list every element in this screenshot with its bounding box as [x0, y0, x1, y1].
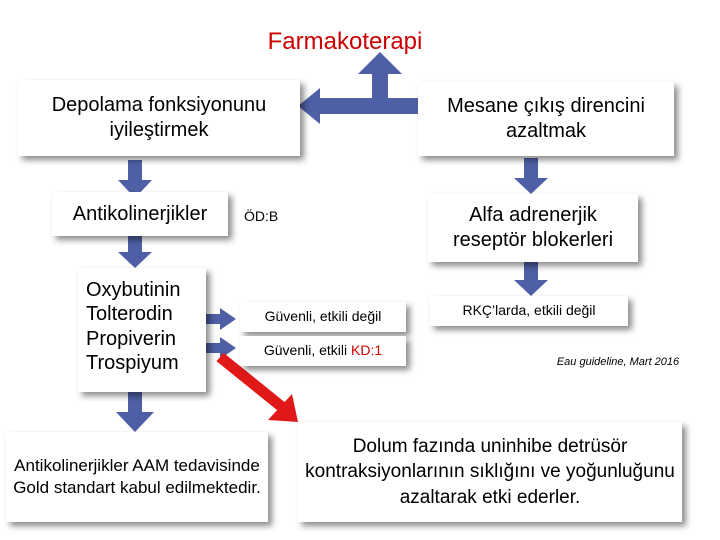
safe-effective-kd-text: Güvenli, etkili: [263, 342, 352, 359]
anticholinergics-text: Antikolinerjikler: [72, 202, 208, 225]
alpha-blockers-text: Alfa adrenerjik reseptör blokerleri: [452, 204, 614, 251]
right-arrow-tolterodin: [198, 308, 236, 330]
down-arrow-left-3: [116, 392, 154, 432]
od-label: ÖD:B: [244, 208, 279, 224]
mechanism-text: Dolum fazında uninhibe detrüsör kontraks…: [305, 436, 675, 508]
left-goal-box: Depolama fonksiyonunu iyileştirmek: [18, 80, 300, 156]
rkc-note-box: RKÇ’larda, etkili değil: [430, 296, 628, 326]
right-goal-box: Mesane çıkış direncini azaltmak: [418, 82, 674, 156]
safe-effective-kd-box: Güvenli, etkili KD:1: [240, 336, 406, 366]
mechanism-box: Dolum fazında uninhibe detrüsör kontraks…: [298, 422, 682, 522]
safe-effective-no-text: Güvenli, etkili değil: [264, 308, 382, 325]
diagram-title: Farmakoterapi: [267, 28, 423, 55]
gold-standard-box: Antikolinerjikler AAM tedavisinde Gold s…: [6, 432, 268, 522]
drug-item: Tolterodin: [86, 303, 173, 326]
rkc-note-text: RKÇ’larda, etkili değil: [462, 302, 596, 319]
kd-level: KD:1: [351, 342, 383, 359]
safe-effective-no-box: Güvenli, etkili değil: [240, 302, 406, 332]
down-arrow-right-2: [514, 262, 548, 296]
drug-item: Trospiyum: [86, 352, 179, 375]
alpha-blockers-box: Alfa adrenerjik reseptör blokerleri: [428, 194, 638, 262]
gold-standard-text: Antikolinerjikler AAM tedavisinde Gold s…: [13, 455, 261, 497]
red-diagonal-arrow: [216, 352, 298, 422]
drug-list-box: Oxybutinin Tolterodin Propiverin Trospiy…: [78, 268, 206, 392]
drug-item: Oxybutinin: [86, 279, 181, 301]
guideline-citation: Eau guideline, Mart 2016: [556, 356, 680, 368]
down-arrow-left-1: [118, 160, 152, 198]
drug-item: Propiverin: [86, 327, 177, 350]
down-arrow-left-2: [118, 234, 152, 268]
left-goal-text: Depolama fonksiyonunu iyileştirmek: [51, 94, 267, 141]
down-arrow-right-1: [514, 158, 548, 194]
right-goal-text: Mesane çıkış direncini azaltmak: [447, 95, 645, 142]
anticholinergics-box: Antikolinerjikler: [52, 192, 228, 236]
